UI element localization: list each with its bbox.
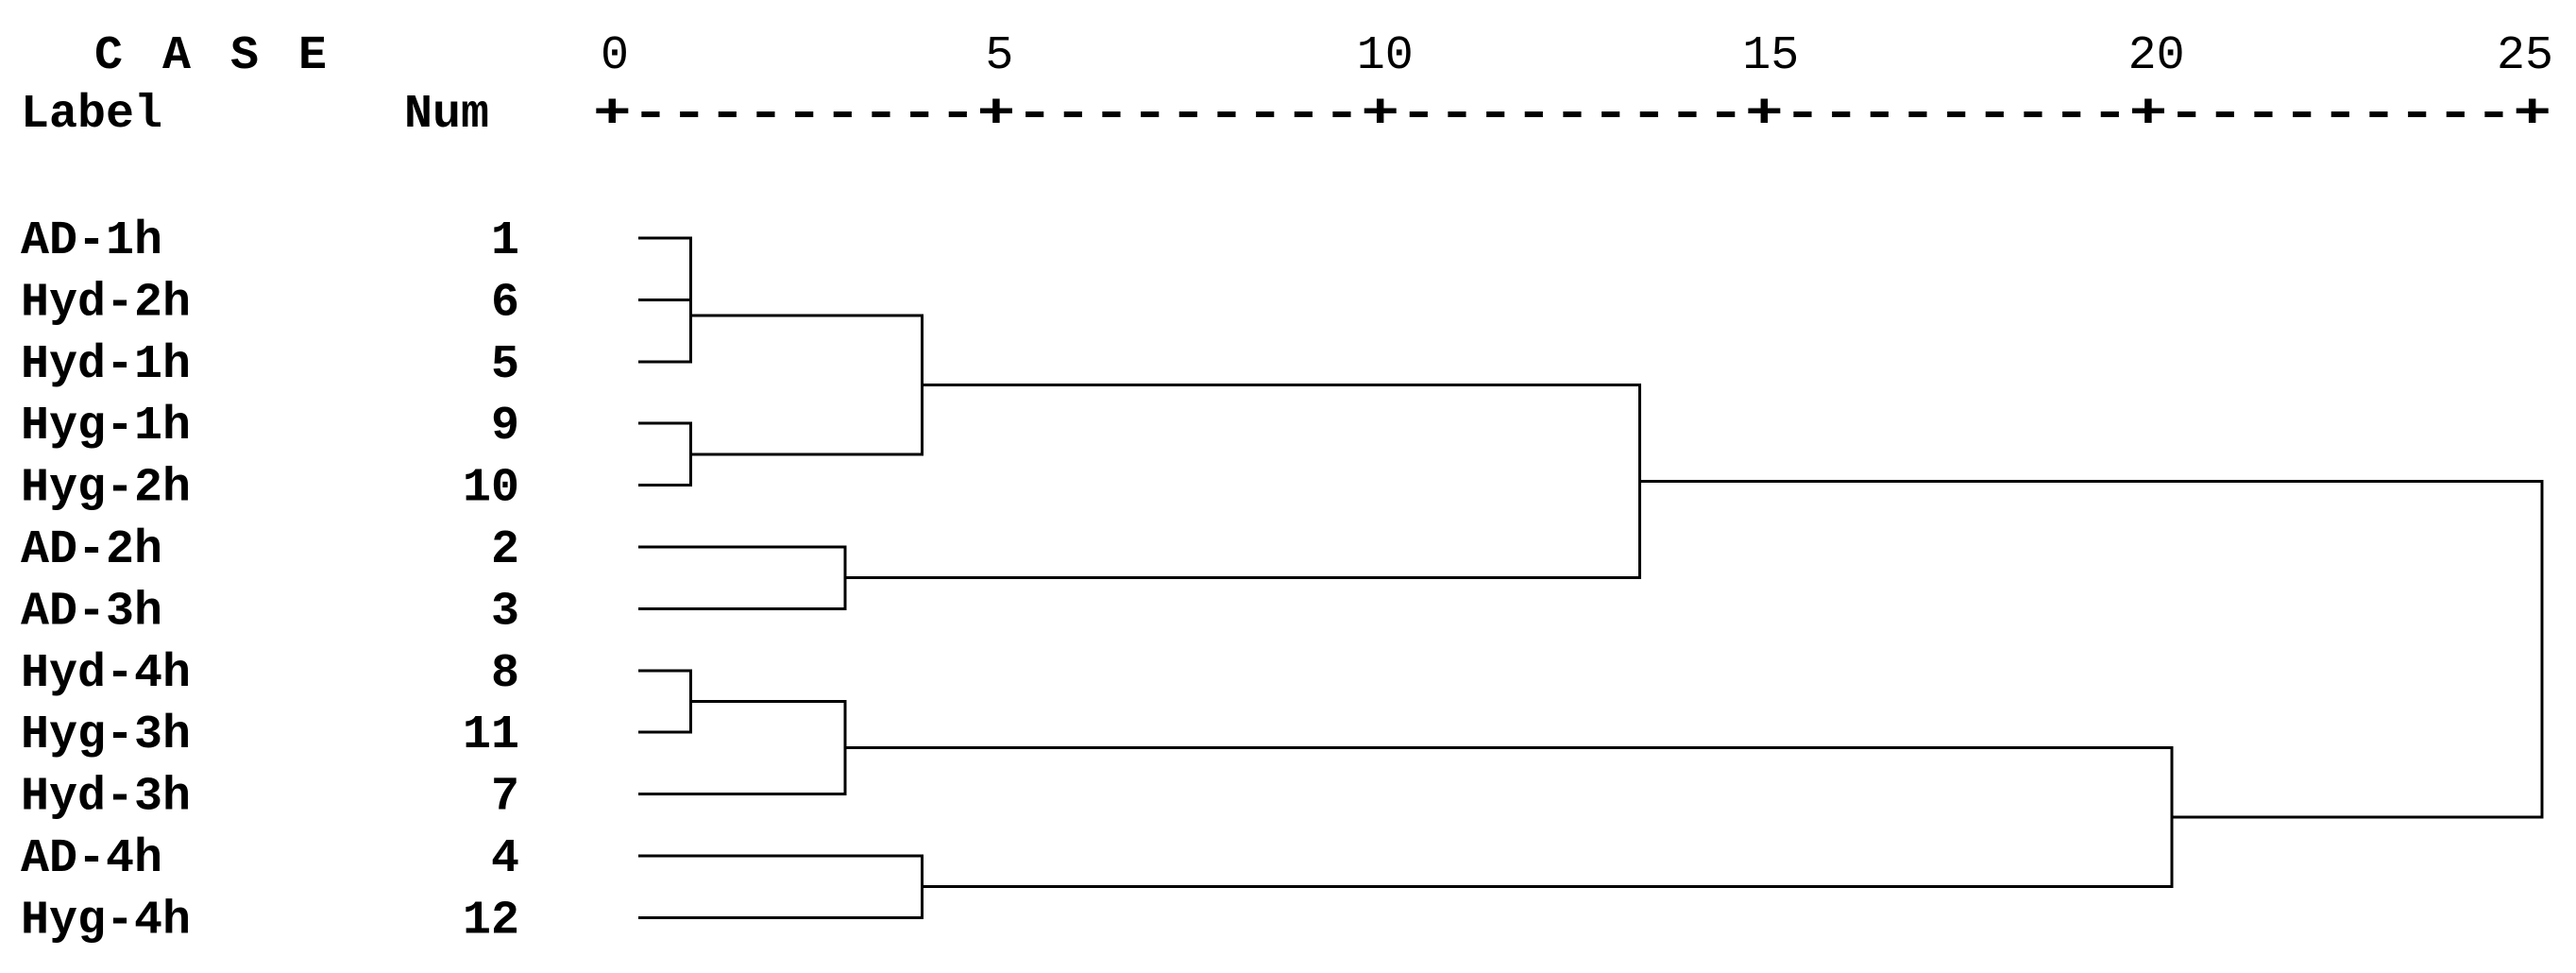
label-column-header: Label (21, 88, 162, 142)
cluster-merge-link (690, 314, 924, 456)
case-label: AD-2h (21, 523, 162, 577)
cluster-merge-link (638, 545, 847, 610)
dendrogram-links (638, 236, 2544, 919)
case-number: 8 (491, 647, 519, 701)
case-label: Hyd-4h (21, 647, 191, 701)
case-label: Hyd-2h (21, 276, 191, 330)
axis-tick-label: 25 (2497, 29, 2553, 83)
cluster-merge-link (638, 236, 693, 301)
distance-axis: +---------+---------+---------+---------… (593, 29, 2553, 142)
case-label: Hyg-3h (21, 708, 191, 762)
header: C A S E Label Num (21, 29, 489, 142)
axis-tick-label: 20 (2128, 29, 2185, 83)
case-label: Hyg-2h (21, 462, 191, 516)
case-number: 3 (491, 585, 519, 639)
case-label: Hyg-4h (21, 894, 191, 947)
case-label: AD-1h (21, 214, 162, 268)
case-number: 11 (463, 708, 519, 762)
num-column-header: Num (404, 88, 489, 142)
cluster-merge-link (638, 854, 924, 919)
cluster-merge-link (638, 421, 693, 487)
cluster-merge-link (845, 746, 2174, 889)
cluster-merge-link (845, 383, 1641, 580)
case-label: AD-3h (21, 585, 162, 639)
axis-tick-label: 0 (601, 29, 629, 83)
case-label: Hyd-3h (21, 771, 191, 825)
case-number: 7 (491, 771, 519, 825)
case-label: Hyd-1h (21, 338, 191, 392)
case-header: C A S E (94, 29, 332, 83)
cluster-merge-link (638, 669, 693, 734)
axis-tick-label: 5 (985, 29, 1013, 83)
axis-tick-label: 10 (1357, 29, 1414, 83)
case-label: AD-4h (21, 832, 162, 886)
case-number: 9 (491, 400, 519, 453)
cluster-merge-link (1639, 480, 2544, 819)
cluster-merge-link (638, 700, 847, 796)
case-label: Hyg-1h (21, 400, 191, 453)
case-number: 2 (491, 523, 519, 577)
axis-ruler: +---------+---------+---------+---------… (593, 88, 2551, 142)
case-number: 12 (463, 894, 519, 947)
case-number: 5 (491, 338, 519, 392)
cluster-merge-link (638, 268, 693, 364)
case-number: 1 (491, 214, 519, 268)
case-number: 4 (491, 832, 519, 886)
axis-tick-label: 15 (1742, 29, 1799, 83)
case-number: 6 (491, 276, 519, 330)
case-number: 10 (463, 462, 519, 516)
